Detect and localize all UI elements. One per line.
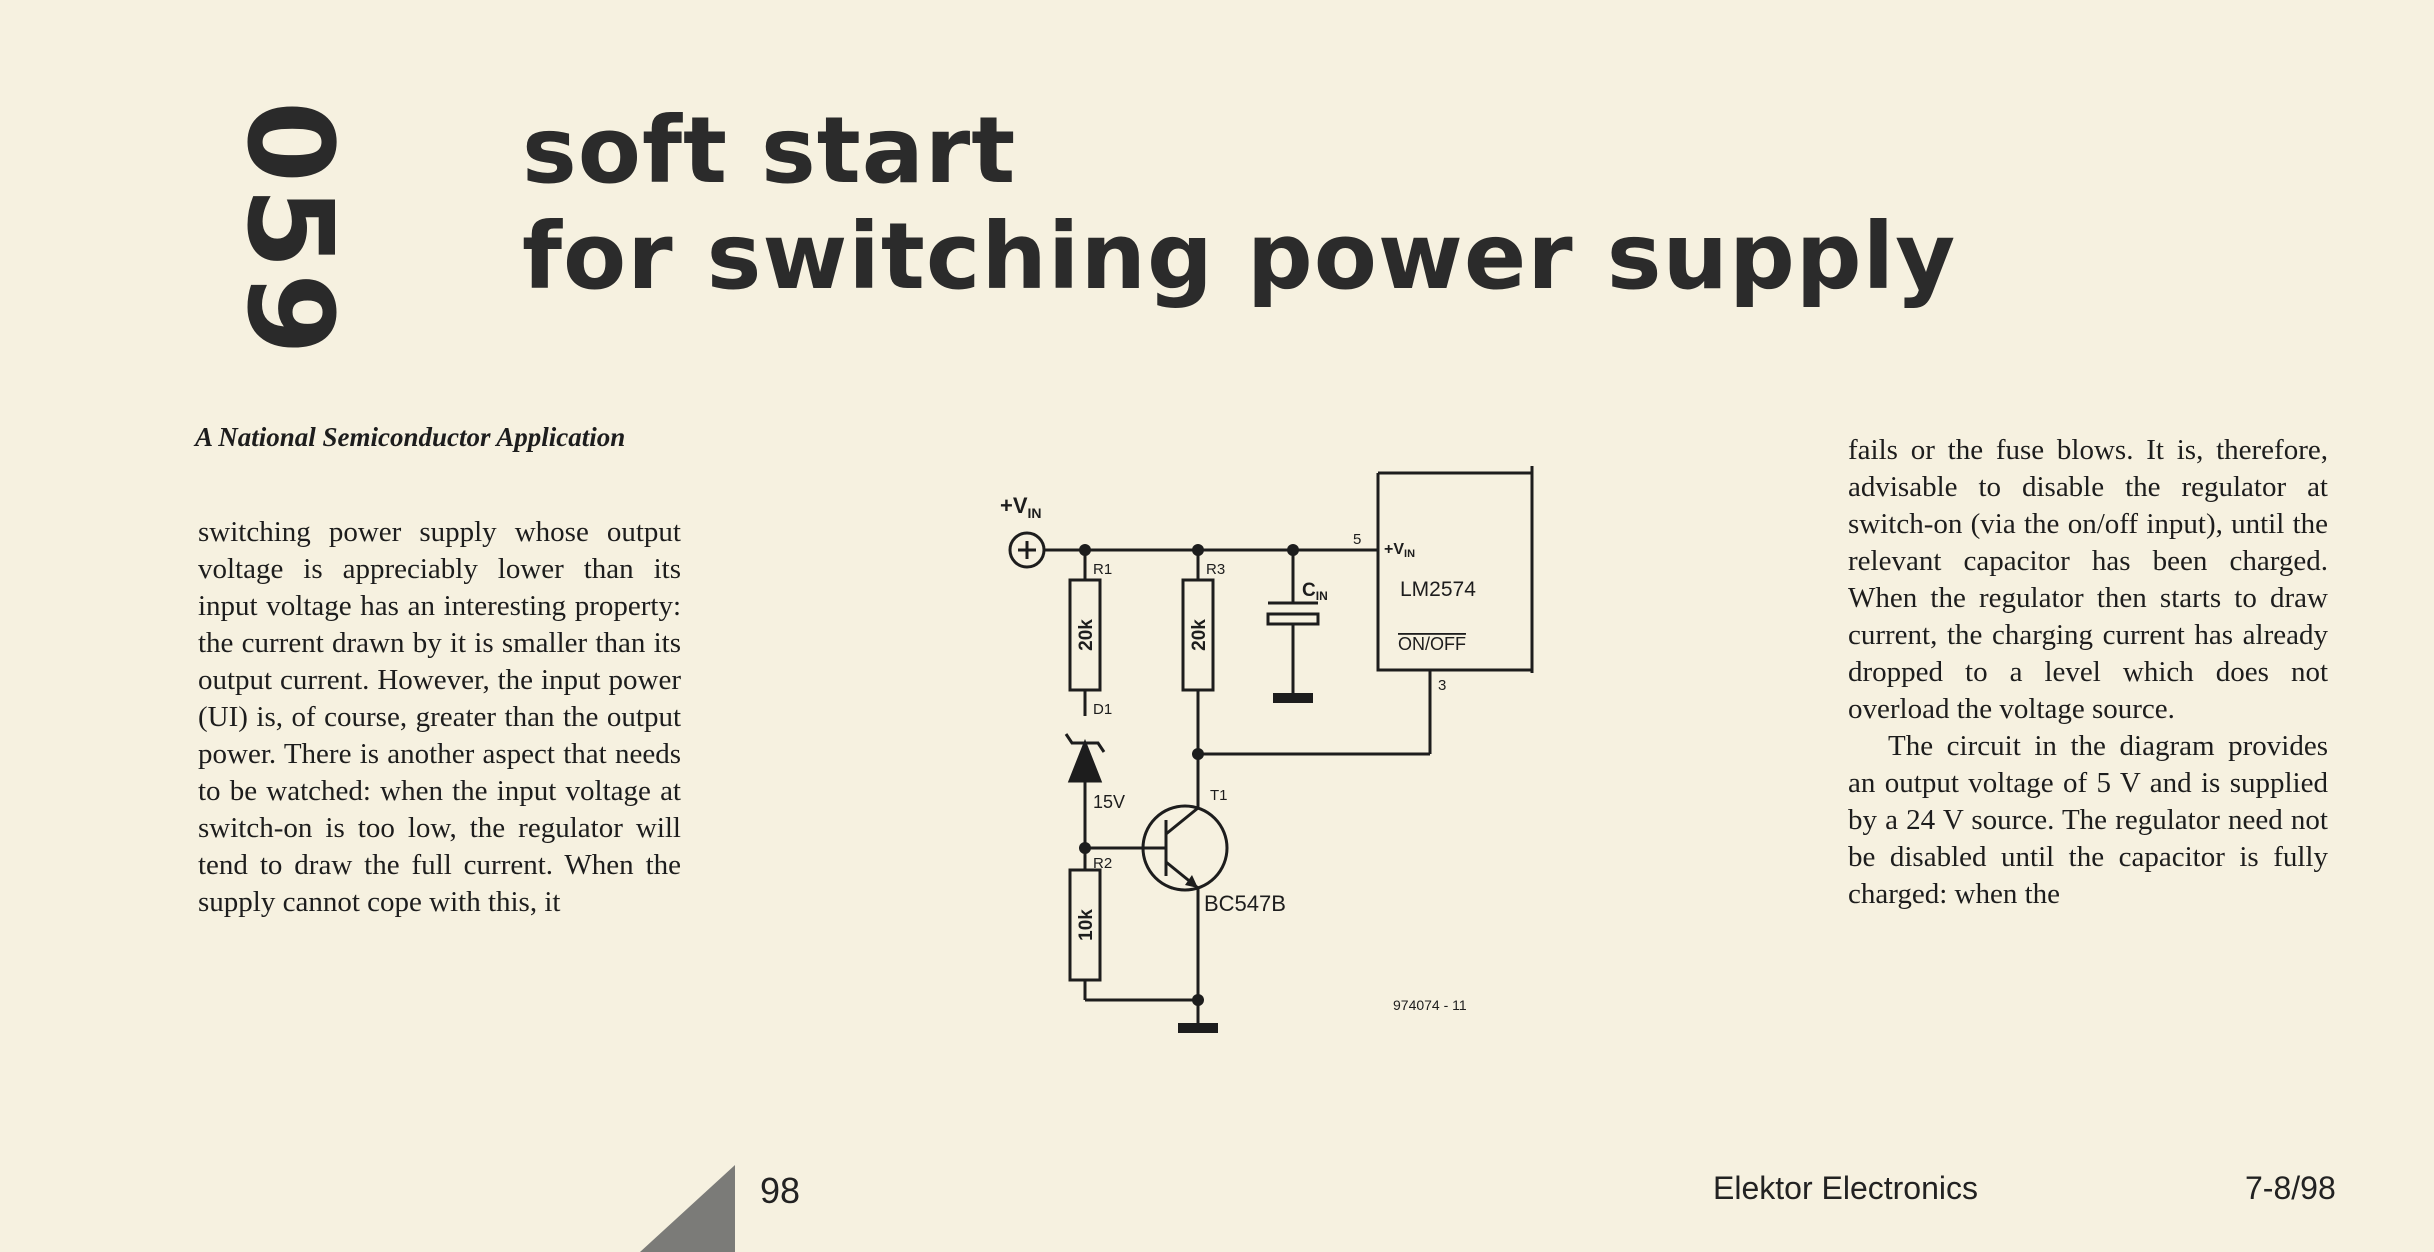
ic-vin-sub: IN [1404, 548, 1415, 560]
title-line-1: soft start [522, 97, 1017, 204]
footer-wedge-decoration [640, 1165, 735, 1252]
svg-text:+VIN: +VIN [1384, 541, 1415, 560]
r2-value: 10k [1076, 909, 1097, 941]
r1-value: 20k [1076, 619, 1097, 651]
t1-value: BC547B [1204, 891, 1286, 916]
vin-label: +V [1000, 493, 1028, 518]
r1-label: R1 [1093, 561, 1112, 578]
ic-vin-label: +V [1384, 541, 1404, 558]
ic-onoff-label: ON/OFF [1398, 634, 1466, 654]
footer-page-number: 98 [760, 1170, 801, 1211]
r2-label: R2 [1093, 855, 1112, 872]
right-column: fails or the fuse blows. It is, therefor… [1848, 432, 2328, 913]
svg-text:+VIN: +VIN [1000, 493, 1042, 521]
article-number: 059 [215, 80, 365, 380]
article-title: soft start for switching power supply [522, 98, 1956, 310]
pin-5: 5 [1353, 531, 1361, 548]
cin-sub: IN [1316, 589, 1328, 603]
pin-3: 3 [1438, 677, 1446, 694]
d1-value: 15V [1093, 792, 1125, 812]
left-column: switching power supply whose output volt… [198, 514, 681, 921]
article-number-text: 059 [221, 100, 359, 360]
right-column-paragraph-1: fails or the fuse blows. It is, therefor… [1848, 434, 2328, 725]
source-credit: A National Semiconductor Application [195, 422, 626, 452]
title-line-2: for switching power supply [522, 203, 1957, 310]
r3-value: 20k [1189, 619, 1210, 651]
vin-sub: IN [1028, 505, 1042, 521]
d1-label: D1 [1093, 701, 1112, 718]
r3-label: R3 [1206, 561, 1225, 578]
figure-code: 974074 - 11 [1393, 997, 1467, 1013]
left-column-text: switching power supply whose output volt… [198, 516, 681, 918]
footer-issue: 7-8/98 [2245, 1170, 2336, 1206]
cin-label: C [1302, 580, 1316, 601]
t1-label: T1 [1210, 787, 1228, 804]
circuit-diagram: +VIN R1 20k R3 20k 10k R2 D1 15V T1 BC54… [1000, 466, 1534, 1033]
ic-name: LM2574 [1400, 578, 1476, 601]
footer-journal-name: Elektor Electronics [1713, 1170, 1978, 1206]
right-column-paragraph-2: The circuit in the diagram provides an o… [1848, 730, 2328, 910]
svg-text:CIN: CIN [1302, 580, 1328, 603]
